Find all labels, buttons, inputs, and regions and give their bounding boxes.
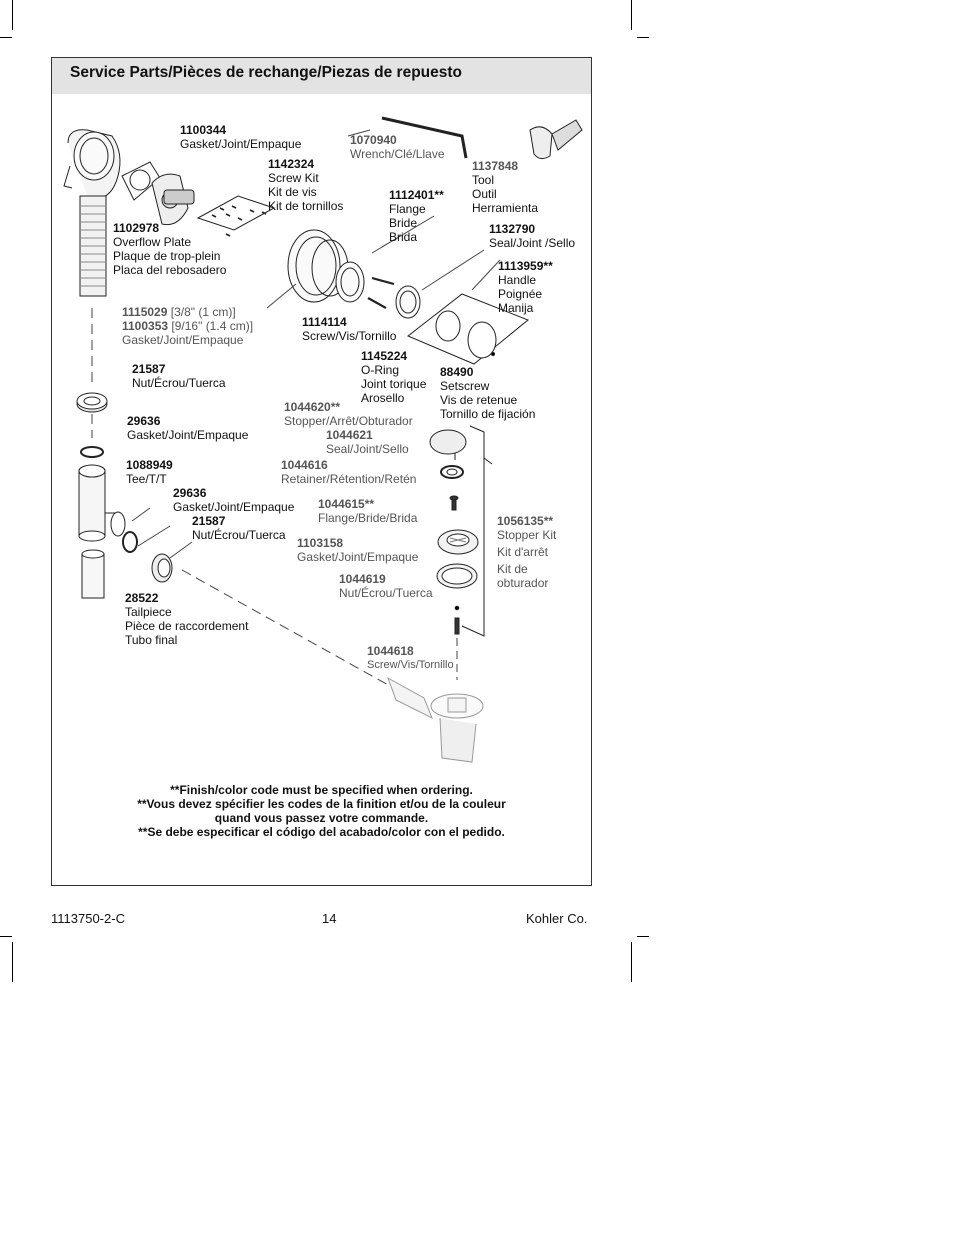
doc-number: 1113750-2-C [51, 911, 125, 926]
overflow-elbow-illustration [63, 129, 121, 297]
part-label-1142324: 1142324 Screw Kit Kit de vis Kit de torn… [268, 157, 344, 213]
crop-mark [631, 0, 632, 30]
company-name: Kohler Co. [526, 911, 588, 926]
part-label-1044616: 1044616 Retainer/Rétention/Retén [281, 458, 417, 486]
page-title: Service Parts/Pièces de rechange/Piezas … [70, 64, 463, 81]
crop-mark [12, 0, 13, 30]
tailpiece-illustration [81, 553, 105, 599]
flange-illustration [287, 229, 349, 303]
part-label-1044619: 1044619 Nut/Écrou/Tuerca [339, 572, 433, 600]
tool-illustration [529, 119, 583, 160]
drain-flange-illustration [437, 529, 479, 555]
overflow-plate-illustration [151, 173, 195, 226]
part-label-1088949: 1088949 Tee/T/T [126, 458, 173, 486]
part-label-1115029: 1115029 [3/8" (1 cm)] 1100353 [9/16" (1.… [122, 305, 254, 347]
part-label-1132790: 1132790 Seal/Joint /Sello [489, 222, 576, 250]
part-label-29636-gasket-2: 29636 Gasket/Joint/Empaque [173, 486, 295, 514]
nut-illustration [76, 392, 108, 413]
crop-mark [12, 942, 13, 982]
ordering-note-fr-2: quand vous passez votre commande. [214, 811, 429, 825]
part-label-1145224: 1145224 O-Ring Joint torique Arosello [361, 349, 427, 405]
part-label-21587-nut-2: 21587 Nut/Écrou/Tuerca [192, 514, 286, 542]
crop-mark [0, 936, 12, 937]
part-label-1114114: 1114114 Screw/Vis/Tornillo [302, 315, 397, 343]
ordering-note-es: **Se debe especificar el código del acab… [138, 825, 505, 839]
drain-body-illustration [387, 676, 484, 763]
crop-mark [637, 936, 649, 937]
exploded-parts-diagram [63, 116, 583, 763]
part-label-21587-nut: 21587 Nut/Écrou/Tuerca [132, 362, 226, 390]
page-number: 14 [322, 911, 337, 926]
screw-illustration [371, 276, 395, 286]
part-label-1103158: 1103158 Gasket/Joint/Empaque [297, 536, 419, 564]
part-label-1056135: 1056135** Stopper Kit Kit d'arrêt Kit de… [497, 514, 557, 590]
screw-kit-illustration [196, 195, 276, 231]
part-label-1044620: 1044620** Stopper/Arrêt/Obturador [284, 400, 413, 428]
part-label-1044618: 1044618 Screw/Vis/Tornillo [367, 644, 454, 671]
header-bar: Service Parts/Pièces de rechange/Piezas … [52, 58, 591, 94]
part-label-1102978: 1102978 Overflow Plate Plaque de trop-pl… [113, 221, 227, 277]
crop-mark [631, 942, 632, 982]
part-label-1070940: 1070940 Wrench/Clé/Llave [350, 133, 445, 161]
part-label-1044615: 1044615** Flange/Bride/Brida [318, 497, 418, 525]
ordering-note-en: **Finish/color code must be specified wh… [170, 783, 473, 797]
wrench-illustration [381, 116, 468, 159]
part-label-1112401: 1112401** Flange Bride Brida [389, 188, 444, 244]
crop-mark [637, 37, 649, 38]
part-label-1044621: 1044621 Seal/Joint/Sello [326, 428, 409, 456]
service-parts-panel: Service Parts/Pièces de rechange/Piezas … [51, 57, 592, 886]
part-label-1113959: 1113959** Handle Poignée Manija [498, 259, 553, 315]
handle-illustration [435, 310, 461, 342]
part-label-29636-gasket: 29636 Gasket/Joint/Empaque [127, 414, 249, 442]
part-label-88490: 88490 Setscrew Vis de retenue Tornillo d… [440, 365, 536, 421]
tee-illustration [78, 464, 126, 542]
seal-illustration [335, 261, 365, 303]
ordering-note-fr: **Vous devez spécifier les codes de la f… [137, 797, 506, 811]
part-label-28522: 28522 Tailpiece Pièce de raccordement Tu… [125, 591, 249, 647]
stopper-illustration [429, 429, 467, 460]
retainer-illustration [449, 495, 459, 511]
part-label-1137848: 1137848 Tool Outil Herramienta [472, 159, 539, 215]
crop-mark [0, 37, 12, 38]
part-label-1100344: 1100344 Gasket/Joint/Empaque [180, 123, 302, 151]
